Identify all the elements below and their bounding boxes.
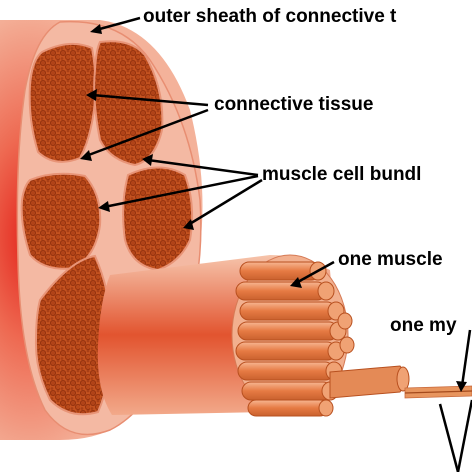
label-muscle-cell-bundles: muscle cell bundl [262, 164, 421, 185]
arrowhead-icon [90, 24, 102, 34]
arrowhead-icon [142, 154, 153, 166]
bundle-bottom [34, 254, 114, 416]
label-outer-sheath: outer sheath of connective t [143, 6, 397, 27]
arrowhead-icon [183, 219, 194, 230]
label-connective-tissue: connective tissue [214, 94, 373, 115]
arrowhead-icon [86, 89, 97, 101]
leader-lines [85, 16, 472, 472]
single-myofibril [329, 365, 472, 399]
label-one-muscle-cell: one muscle [338, 249, 443, 270]
leader-extra-b [456, 399, 472, 472]
leader-outer-sheath [95, 16, 141, 32]
bundle-middle-left [20, 172, 102, 270]
leader-bundle-b [103, 174, 259, 209]
leader-extra-a [438, 403, 460, 472]
arrowhead-icon [80, 150, 92, 161]
arrowhead-icon [98, 201, 110, 212]
leader-connective-tissue-b [85, 108, 209, 158]
leader-muscle-cell [295, 260, 335, 285]
arrowhead-icon [290, 277, 302, 288]
bundle-middle-right [122, 166, 194, 272]
leader-myofibril [460, 329, 472, 387]
arrowheads [80, 24, 467, 392]
leader-bundle-c [187, 178, 263, 227]
myofibril-bundle [235, 261, 355, 417]
muscle-cell-bundles [20, 40, 194, 416]
bundle-top-left [28, 42, 97, 163]
label-one-myofibril: one my [390, 315, 457, 336]
arrowhead-icon [456, 381, 467, 392]
leader-connective-tissue-a [91, 93, 209, 107]
leader-bundle-a [147, 158, 259, 177]
